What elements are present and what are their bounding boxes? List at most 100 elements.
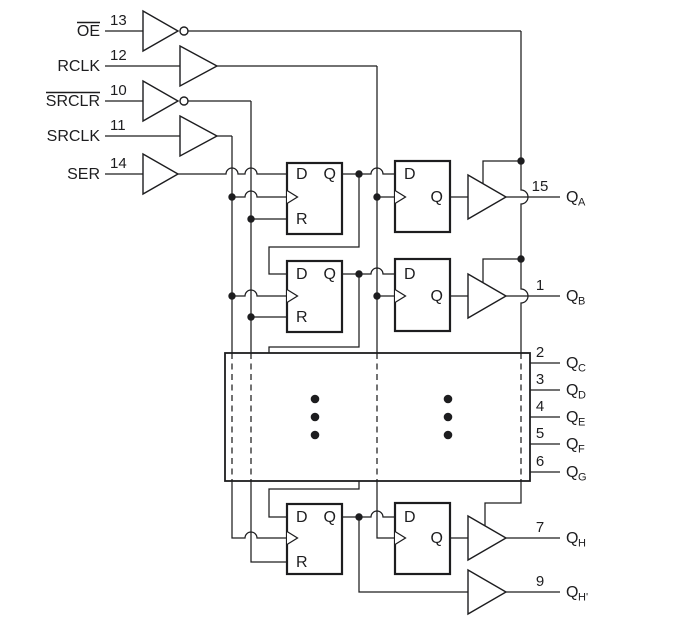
output-label-qb-sub: B	[578, 296, 585, 308]
output-label-qf: Q	[566, 436, 578, 453]
output-label-qg-sub: G	[578, 472, 587, 484]
oe-bus-vertical-top	[520, 31, 529, 353]
output-pins: 15 Q A 1 Q B 2 Q C 3 Q D 4 Q E 5 Q F	[532, 178, 588, 604]
input-pin-oe: 13	[110, 12, 127, 29]
junction-dot	[228, 292, 236, 300]
clock-triangle-icon	[286, 288, 299, 304]
ff-r-label: R	[296, 309, 308, 326]
input-pin-srclr: 10	[110, 82, 127, 99]
output-qa: 15 Q A	[532, 178, 586, 209]
q-to-latch-wire-a	[342, 167, 395, 175]
ser-buffer-icon	[142, 152, 180, 196]
oe-inverter-bubble-icon	[179, 26, 189, 36]
input-pin-srclk: 11	[110, 117, 126, 134]
output-pin-qd: 3	[536, 371, 544, 388]
srclk-bus-vertical-bottom	[231, 481, 287, 539]
stage-b: D Q R D Q	[285, 257, 508, 334]
output-pin-qe: 4	[536, 398, 544, 415]
input-label-srclk: SRCLK	[47, 128, 101, 145]
input-label-ser: SER	[67, 166, 100, 183]
output-pin-qb: 1	[536, 277, 544, 294]
srclr-inverter-icon	[142, 79, 180, 123]
ellipsis-dot	[310, 412, 320, 422]
oe-enable-wire-h	[484, 481, 522, 527]
ff-q-label: Q	[431, 189, 443, 206]
middle-stages-box	[224, 352, 531, 482]
enable-wire-b	[482, 258, 521, 284]
ff-q-label: Q	[431, 288, 443, 305]
output-pin-qg: 6	[536, 453, 544, 470]
ellipsis-dot	[310, 394, 320, 404]
output-qh-prime: 9 Q H'	[536, 573, 588, 604]
ff-d-label: D	[296, 266, 308, 283]
input-pins: OE 13 RCLK 12 SRCLR 10 SRCLK 11 SER 14	[46, 12, 127, 183]
srclr-inverter-bubble-icon	[179, 96, 189, 106]
output-pin-qf: 5	[536, 425, 544, 442]
junction-dot	[517, 255, 525, 263]
output-label-qa: Q	[566, 189, 578, 206]
ellipsis-dot	[443, 430, 453, 440]
output-pin-qh-prime: 9	[536, 573, 544, 590]
output-qf: 5 Q F	[536, 425, 585, 456]
junction-dot	[373, 193, 381, 201]
ff-q-label: Q	[324, 509, 336, 526]
interstage-wire-box-h	[268, 481, 360, 518]
junction-dot	[355, 513, 363, 521]
output-qe: 4 Q E	[536, 398, 586, 429]
ellipsis-dot	[443, 394, 453, 404]
wires	[105, 30, 560, 593]
output-label-qd: Q	[566, 382, 578, 399]
stage-a: D Q R D Q	[285, 159, 508, 236]
clock-triangle-icon	[286, 189, 299, 205]
junction-dot	[355, 170, 363, 178]
output-pin-qc: 2	[536, 344, 544, 361]
output-qb: 1 Q B	[536, 277, 586, 308]
ff-d-label: D	[404, 509, 416, 526]
ellipsis-dot	[443, 412, 453, 422]
junction-dot	[355, 270, 363, 278]
ff-d-label: D	[296, 509, 308, 526]
output-label-qa-sub: A	[578, 197, 586, 209]
ff-q-label: Q	[431, 530, 443, 547]
output-label-qh-prime-sub: H'	[578, 592, 588, 604]
ff-d-label: D	[404, 266, 416, 283]
ellipsis-dot	[310, 430, 320, 440]
buffer-h-prime-icon	[467, 568, 508, 616]
output-label-qc: Q	[566, 355, 578, 372]
ff-q-label: Q	[324, 166, 336, 183]
ser-data-wire	[178, 167, 287, 175]
three-state-buffer-b-icon	[467, 272, 508, 320]
junction-dot	[228, 193, 236, 201]
output-qc: 2 Q C	[536, 344, 586, 375]
junction-dot	[517, 157, 525, 165]
ff-r-label: R	[296, 554, 308, 571]
clock-triangle-icon	[394, 530, 407, 546]
qh-prime-feed-wire	[358, 517, 468, 593]
output-label-qh: Q	[566, 530, 578, 547]
interstage-wire-b-box	[268, 274, 360, 353]
input-pin-rclk: 12	[110, 47, 127, 64]
rclk-bus-vertical-bottom	[376, 481, 395, 539]
q-to-latch-wire-h	[342, 510, 395, 518]
clock-wire-a	[232, 190, 287, 198]
junction-dots	[228, 157, 525, 521]
output-qg: 6 Q G	[536, 453, 587, 484]
rclk-buffer-icon	[179, 44, 219, 88]
output-label-qf-sub: F	[578, 444, 585, 456]
clock-wire-b	[232, 289, 287, 297]
output-label-qc-sub: C	[578, 363, 586, 375]
output-pin-qa: 15	[532, 178, 549, 195]
output-label-qh-sub: H	[578, 538, 586, 550]
q-to-latch-wire-b	[342, 267, 395, 275]
output-qd: 3 Q D	[536, 371, 586, 402]
oe-inverter-icon	[142, 9, 180, 53]
input-gates	[142, 9, 219, 196]
output-label-qg: Q	[566, 464, 578, 481]
clock-triangle-icon	[394, 288, 407, 304]
clock-triangle-icon	[394, 189, 407, 205]
input-label-srclr: SRCLR	[46, 93, 100, 110]
output-label-qh-prime: Q	[566, 584, 578, 601]
output-label-qe: Q	[566, 409, 578, 426]
